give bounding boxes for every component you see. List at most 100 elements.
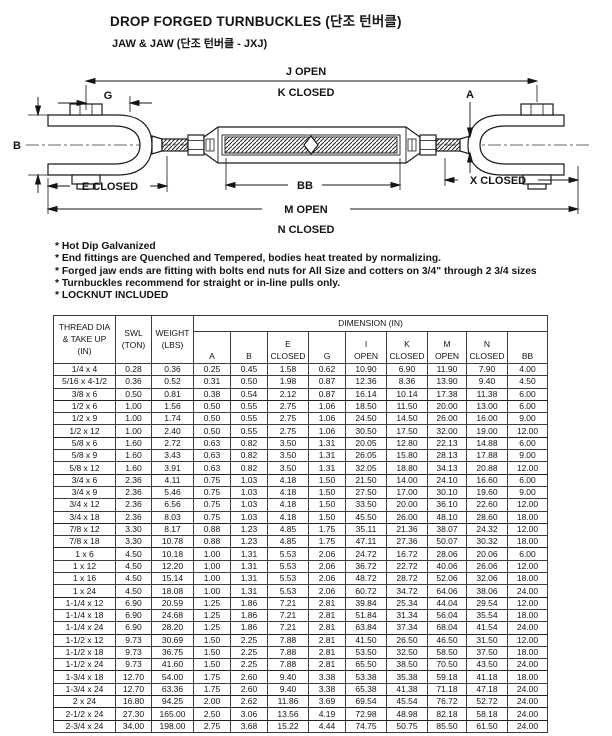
cell: 6.90 [115,608,152,623]
dim-label-k-closed: K CLOSED [278,87,335,99]
cell: 32.05 [345,461,387,475]
cell: 3.50 [267,461,309,475]
cell: 1.75 [193,670,231,684]
cell: 1.06 [308,424,346,438]
cell: 18.00 [507,510,548,524]
turnbuckle-body [203,126,421,164]
cell: 0.54 [230,387,268,401]
cell: 0.25 [193,362,231,377]
cell: 4.18 [267,485,309,500]
cell: 24.00 [507,719,548,733]
dimension-lines [28,77,580,214]
cell: 51.84 [345,608,387,623]
cell: 1.25 [193,596,231,610]
cell: 18.50 [345,399,387,414]
cell: 0.28 [115,362,152,377]
cell: 37.50 [466,645,508,660]
cell: 0.75 [193,485,231,500]
cell: 28.72 [386,572,428,586]
cell: 94.25 [151,695,194,709]
cell: 17.50 [386,424,428,438]
cell: 198.00 [151,719,194,733]
cell: 7.90 [466,362,508,377]
cell: 1.60 [115,461,152,475]
cell: 10.90 [345,362,387,377]
cell: 0.75 [193,498,231,512]
cell: 4.44 [308,719,346,733]
cell: 38.06 [466,584,508,598]
cell: 12.00 [507,522,548,537]
header-dimension-group: DIMENSION (IN) [193,315,548,332]
cell: 1.23 [230,535,268,549]
header-dim-bb: BB [507,331,548,364]
cell: 1.31 [308,449,346,463]
cell: 0.50 [193,399,231,414]
cell: 1.31 [230,584,268,598]
cell: 12.00 [507,461,548,475]
cell: 24.00 [507,621,548,635]
cell: 3/8 x 6 [53,387,116,401]
cell: 24.50 [345,412,387,426]
header-dim-g: G [308,331,346,364]
cell: 1 x 6 [53,547,116,561]
dim-label-a: A [466,89,474,101]
cell: 32.06 [466,572,508,586]
cell: 1.31 [230,572,268,586]
cell: 0.36 [151,362,194,377]
dim-label-x-closed: X CLOSED [470,175,526,187]
cell: 2.60 [230,682,268,697]
cell: 2.81 [308,633,346,647]
cell: 8.36 [386,375,428,389]
cell: 1/2 x 6 [53,399,116,414]
cell: 36.75 [151,645,194,660]
dim-label-e-closed: E CLOSED [82,181,138,193]
cell: 4.18 [267,498,309,512]
cell: 15.80 [386,449,428,463]
cell: 41.50 [345,633,387,647]
cell: 2.81 [308,621,346,635]
cell: 0.63 [193,436,231,451]
cell: 1.58 [267,362,309,377]
cell: 26.50 [386,633,428,647]
cell: 2-1/2 x 24 [53,707,116,721]
cell: 0.88 [193,522,231,537]
cell: 48.10 [427,510,467,524]
cell: 16.14 [345,387,387,401]
cell: 22.13 [427,436,467,451]
cell: 9.40 [267,682,309,697]
cell: 0.87 [308,375,346,389]
cell: 1.50 [308,485,346,500]
cell: 6.90 [115,596,152,610]
cell: 1.50 [193,633,231,647]
cell: 5.53 [267,572,309,586]
cell: 2.25 [230,658,268,672]
cell: 13.56 [267,707,309,721]
cell: 12.00 [507,498,548,512]
cell: 2.00 [193,695,231,709]
page-subtitle: JAW & JAW (단조 턴버클 - JXJ) [112,38,268,50]
cell: 3/4 x 6 [53,473,116,487]
cell: 12.70 [115,670,152,684]
cell: 5.46 [151,485,194,500]
cell: 16.80 [115,695,152,709]
cell: 11.38 [466,387,508,401]
cell: 45.54 [386,695,428,709]
note-line: * Turnbuckles recommend for straight or … [55,277,341,289]
left-hex-nut [187,134,205,156]
cell: 20.05 [345,436,387,451]
cell: 1.86 [230,608,268,623]
cell: 0.50 [115,387,152,401]
cell: 3.30 [115,522,152,537]
cell: 26.05 [345,449,387,463]
cell: 1.75 [308,535,346,549]
cell: 61.50 [466,719,508,733]
header-thread-dia: THREAD DIA & TAKE UP (IN) [53,315,116,364]
cell: 2.12 [267,387,309,401]
cell: 6.90 [115,621,152,635]
